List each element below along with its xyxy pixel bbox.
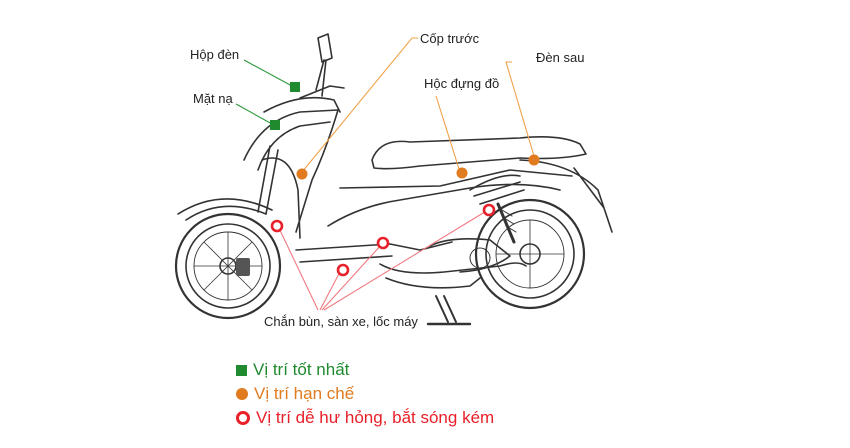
legend-limited-text: Vị trí hạn chế [254,384,355,403]
front-wheel [174,212,282,320]
label-hop-den: Hộp đèn [190,47,240,62]
marker-den-sau [528,154,540,166]
marker-cop-truoc [296,168,308,180]
legend-best-text: Vị trí tốt nhất [253,360,350,379]
marker-san-xe-2 [376,236,390,250]
label-hoc-dung-do: Hộc đựng đồ [424,76,500,91]
legend-poor-text: Vị trí dễ hư hỏng, bắt sóng kém [256,408,495,427]
green-square-icon [236,364,247,376]
label-cop-truoc: Cốp trước [420,31,480,46]
legend-best: Vị trí tốt nhất [236,358,494,382]
legend: Vị trí tốt nhất Vị trí hạn chế Vị trí dễ… [236,358,494,430]
legend-poor: Vị trí dễ hư hỏng, bắt sóng kém [236,406,494,430]
marker-san-xe [336,263,350,277]
label-mat-na: Mặt nạ [193,91,233,106]
marker-loc-may [482,203,496,217]
legend-limited: Vị trí hạn chế [236,382,494,406]
marker-chan-bun [270,219,284,233]
limited-leaders [301,37,535,173]
red-ring-icon [236,411,250,425]
label-den-sau: Đèn sau [536,50,585,65]
orange-dot-icon [236,388,248,400]
marker-hoc-dung-do [456,167,468,179]
scooter-drawing [174,33,613,326]
poor-leaders [277,209,489,311]
marker-hop-den [290,82,300,92]
label-chan-bun: Chắn bùn, sàn xe, lốc máy [264,314,418,329]
marker-mat-na [270,120,280,130]
best-leaders [235,59,293,125]
rear-wheel [474,198,586,310]
